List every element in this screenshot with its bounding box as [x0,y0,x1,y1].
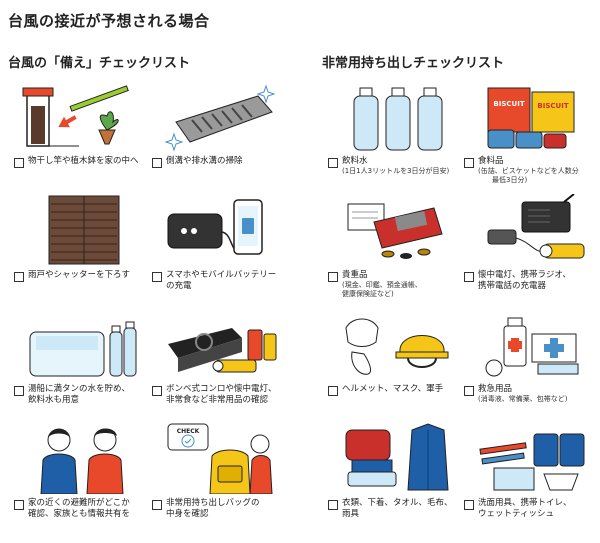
checklist-item-emergency-bag: CHECK 非常用持ち出しバッグの中身を確認 [152,416,292,520]
checkbox[interactable] [152,500,162,510]
checkbox[interactable] [152,386,162,396]
checkbox[interactable] [14,500,24,510]
checklist-item-food: BISCUIT BISCUIT 食料品(缶詰、ビスケットなどを人数分最低3日分) [464,74,600,185]
checklist-item-bring-in-poles: 物干し竿や植木鉢を家の中へ [14,74,154,168]
item-label: 非常用持ち出しバッグの中身を確認 [166,498,260,519]
page-title: 台風の接近が予想される場合 [8,12,210,30]
radio-flashlight-illustration [464,188,600,266]
clothes-illustration [328,416,468,494]
checklist-item-valuables: 貴重品(現金、印鑑、預金通帳、健康保険証など) [328,188,468,299]
item-label: 食料品(缶詰、ビスケットなどを人数分最低3日分) [478,156,579,184]
checklist-item-bathtub-water: 湯船に満タンの水を貯め、飲料水も用意 [14,302,154,406]
phone-battery-illustration [152,188,292,266]
biscuit-label-2: BISCUIT [537,102,568,110]
drain-grate-illustration [152,74,292,152]
checkbox[interactable] [328,158,338,168]
item-label: 懐中電灯、携帯ラジオ、携帯電話の充電器 [478,270,571,291]
checkbox[interactable] [152,272,162,282]
checklist-item-drinking-water: 飲料水(1日1人3リットルを3日分が目安) [328,74,468,176]
item-label: 側溝や排水溝の掃除 [166,156,243,166]
checkbox[interactable] [14,158,24,168]
family-illustration [14,416,154,494]
canned-food-illustration: BISCUIT BISCUIT [464,74,600,152]
item-label: ヘルメット、マスク、軍手 [342,384,444,394]
checkbox[interactable] [328,500,338,510]
item-label: 衣類、下着、タオル、毛布、雨具 [342,498,453,519]
check-bubble-text: CHECK [177,428,200,435]
item-label: 救急用品(消毒液、常備薬、包帯など) [478,384,568,403]
item-label: ボンベ式コンロや懐中電灯、非常食など非常用品の確認 [166,384,277,405]
checklist-item-shutters: 雨戸やシャッターを下ろす [14,188,154,282]
preparation-section-title: 台風の「備え」チェックリスト [8,56,191,71]
checklist-item-flashlight-radio: 懐中電灯、携帯ラジオ、携帯電話の充電器 [464,188,600,292]
biscuit-label-1: BISCUIT [493,100,524,108]
checkbox[interactable] [14,386,24,396]
toiletries-illustration [464,416,600,494]
backpack-illustration: CHECK [152,416,292,494]
first-aid-illustration [464,302,600,380]
checkbox[interactable] [464,500,474,510]
wallet-illustration [328,188,468,266]
checklist-item-helmet-mask: ヘルメット、マスク、軍手 [328,302,468,396]
checkbox[interactable] [328,272,338,282]
checkbox[interactable] [464,272,474,282]
checklist-item-charge-phone: スマホやモバイルバッテリーの充電 [152,188,292,292]
checklist-item-clothing: 衣類、下着、タオル、毛布、雨具 [328,416,468,520]
water-bottles-illustration [328,74,468,152]
bathtub-illustration [14,302,154,380]
stove-illustration [152,302,292,380]
item-label: 貴重品(現金、印鑑、預金通帳、健康保険証など) [342,270,422,298]
checklist-item-first-aid: 救急用品(消毒液、常備薬、包帯など) [464,302,600,404]
item-label: 物干し竿や植木鉢を家の中へ [28,156,139,166]
emergency-section-title: 非常用持ち出しチェックリスト [322,56,505,71]
item-label: 飲料水(1日1人3リットルを3日分が目安) [342,156,450,175]
checklist-item-gutter-cleaning: 側溝や排水溝の掃除 [152,74,292,168]
checkbox[interactable] [464,386,474,396]
item-label: 雨戸やシャッターを下ろす [28,270,131,280]
checkbox[interactable] [14,272,24,282]
checklist-item-toiletries: 洗面用具、携帯トイレ、ウェットティッシュ [464,416,600,520]
checkbox[interactable] [328,386,338,396]
checkbox[interactable] [152,158,162,168]
checklist-item-evacuation-site: 家の近くの避難所がどこか確認、家族とも情報共有を [14,416,154,520]
item-label: 家の近くの避難所がどこか確認、家族とも情報共有を [28,498,131,519]
house-pole-illustration [14,74,154,152]
checkbox[interactable] [464,158,474,168]
item-label: 洗面用具、携帯トイレ、ウェットティッシュ [478,498,572,519]
shutter-illustration [14,188,154,266]
helmet-illustration [328,302,468,380]
item-label: スマホやモバイルバッテリーの充電 [166,270,277,291]
checklist-item-stove-flashlight: ボンベ式コンロや懐中電灯、非常食など非常用品の確認 [152,302,292,406]
item-label: 湯船に満タンの水を貯め、飲料水も用意 [28,384,131,405]
